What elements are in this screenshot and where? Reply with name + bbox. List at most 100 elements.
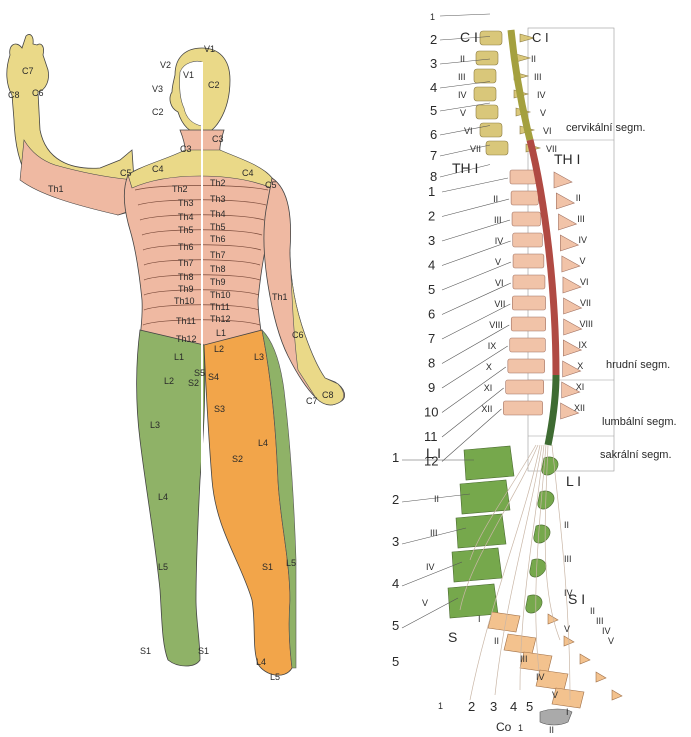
thoracic-vertebra-label: XI xyxy=(484,383,493,393)
label-th2-right: Th2 xyxy=(210,178,226,188)
sacral-spinous-process xyxy=(596,672,606,682)
label-l3-left: L3 xyxy=(150,420,160,430)
thoracic-right-label: TH I xyxy=(554,151,580,167)
cervical-right-label: VI xyxy=(543,126,552,136)
label-c4-right: C4 xyxy=(242,168,254,178)
segment-label-sacral: sakrální segm. xyxy=(600,449,672,461)
thoracic-number: 2 xyxy=(428,209,435,224)
sacral-right-label: IV xyxy=(602,626,611,636)
thoracic-vertebra-body xyxy=(503,401,542,415)
lumbar-number: 1 xyxy=(392,450,399,465)
thoracic-right-label: X xyxy=(577,361,583,371)
label-th4-left: Th4 xyxy=(178,212,194,222)
segment-label-lumbar: lumbální segm. xyxy=(602,416,677,428)
thoracic-right-label: VI xyxy=(580,277,589,287)
sacral-bottom-number: 1 xyxy=(438,701,443,711)
cervical-number: 4 xyxy=(430,80,437,95)
lumbar-number: 3 xyxy=(392,534,399,549)
thoracic-number: 4 xyxy=(428,258,435,273)
label-v2: V2 xyxy=(160,60,171,70)
segment-label-thoracic: hrudní segm. xyxy=(606,359,670,371)
label-th1-left: Th1 xyxy=(48,184,64,194)
cervical-right-label: V xyxy=(540,108,546,118)
label-c8-hand: C8 xyxy=(8,90,20,100)
cervical-number: 6 xyxy=(430,127,437,142)
sacral-vertebra-label: V xyxy=(552,690,558,700)
sacral-vertebra-label: III xyxy=(520,654,528,664)
cervical-number: 1 xyxy=(430,12,435,22)
label-l4-right: L4 xyxy=(258,438,268,448)
sacral-bottom-number: 5 xyxy=(526,699,533,714)
label-v1: V1 xyxy=(204,44,215,54)
cervical-vertebra-body xyxy=(480,123,502,137)
label-s5: S5 xyxy=(194,368,205,378)
spine-diagram: C IC IIIIIIIIIIIIVIVVVVIVIVIIVII12345678… xyxy=(392,12,677,735)
lumbar-vertebra-body xyxy=(452,548,502,582)
cervical-vertebra-body xyxy=(474,87,496,101)
thoracic-number: 11 xyxy=(424,429,438,444)
cervical-vertebra-label: III xyxy=(458,72,466,82)
coccyx-label: Co xyxy=(496,720,512,734)
label-th2-left: Th2 xyxy=(172,184,188,194)
lumbar-right-label: V xyxy=(564,624,570,634)
label-s1-left-foot: S1 xyxy=(140,646,151,656)
sacral-bottom-number: 3 xyxy=(490,699,497,714)
thoracic-spinous-process xyxy=(563,277,581,293)
label-th1-right: Th1 xyxy=(272,292,288,302)
thoracic-vertebra-body xyxy=(510,338,546,352)
thoracic-number: 5 xyxy=(428,282,435,297)
lumbar-vertebra-label: V xyxy=(422,598,428,608)
thoracic-vertebra-label: XII xyxy=(481,404,492,414)
thoracic-number: 9 xyxy=(428,380,435,395)
thoracic-spinous-process xyxy=(562,256,580,272)
label-th11-left: Th11 xyxy=(176,316,196,326)
thoracic-vertebra-body xyxy=(512,296,545,310)
thoracic-vertebra-label: VI xyxy=(495,278,504,288)
sacral-right-label: S I xyxy=(568,591,585,607)
cervical-vertebra-label: VI xyxy=(464,126,473,136)
lumbar-vertebra-label: II xyxy=(434,494,439,504)
spinal-cord-lumbar xyxy=(548,375,556,445)
label-th4-right: Th4 xyxy=(210,209,226,219)
thoracic-vertebra-body xyxy=(513,254,544,268)
thoracic-number: 6 xyxy=(428,307,435,322)
sacral-right-label: III xyxy=(596,616,604,626)
coccyx-roman-i: I xyxy=(566,707,569,717)
thoracic-leader xyxy=(442,367,506,413)
sacral-spinous-process xyxy=(612,690,622,700)
label-l3-right: L3 xyxy=(254,352,264,362)
cervical-right-label: II xyxy=(531,54,536,64)
label-l2-left: L2 xyxy=(164,376,174,386)
label-s2-groin: S2 xyxy=(188,378,199,388)
thoracic-right-label: V xyxy=(579,256,585,266)
thoracic-right-label: VII xyxy=(580,298,591,308)
label-c4-left: C4 xyxy=(152,164,164,174)
lumbar-vertebra-body xyxy=(460,480,510,514)
sacral-right-label: II xyxy=(590,606,595,616)
lumbar-vertebra-label: L I xyxy=(426,445,441,461)
sacral-right-label: V xyxy=(608,636,614,646)
thoracic-right-label: II xyxy=(576,193,581,203)
lumbar-vertebra-body xyxy=(448,584,498,618)
thoracic-vertebra-body xyxy=(512,212,540,226)
cervical-number: 5 xyxy=(430,103,437,118)
sacral-number-5-left: 5 xyxy=(392,654,399,669)
thoracic-number: 1 xyxy=(428,184,435,199)
label-l2-right: L2 xyxy=(214,344,224,354)
thoracic-number: 7 xyxy=(428,331,435,346)
thoracic-vertebra-body xyxy=(513,275,545,289)
thoracic-vertebra-body xyxy=(513,233,543,247)
spine-labels: C IC IIIIIIIIIIIIVIVVVVIVIVIIVII12345678… xyxy=(392,12,614,714)
thoracic-leader xyxy=(442,178,508,192)
thoracic-right-label: IX xyxy=(579,340,588,350)
label-th8-right: Th8 xyxy=(210,264,226,274)
sacral-vertebra-body xyxy=(488,612,520,632)
thoracic-vertebra-label: VIII xyxy=(489,320,503,330)
lumbar-number: 4 xyxy=(392,576,399,591)
cervical-vertebra-label: V xyxy=(460,108,466,118)
cervical-vertebra-body xyxy=(476,105,498,119)
cervical-number: 3 xyxy=(430,56,437,71)
thoracic-right-label: XII xyxy=(574,403,585,413)
label-l5-foot: L5 xyxy=(270,672,280,682)
